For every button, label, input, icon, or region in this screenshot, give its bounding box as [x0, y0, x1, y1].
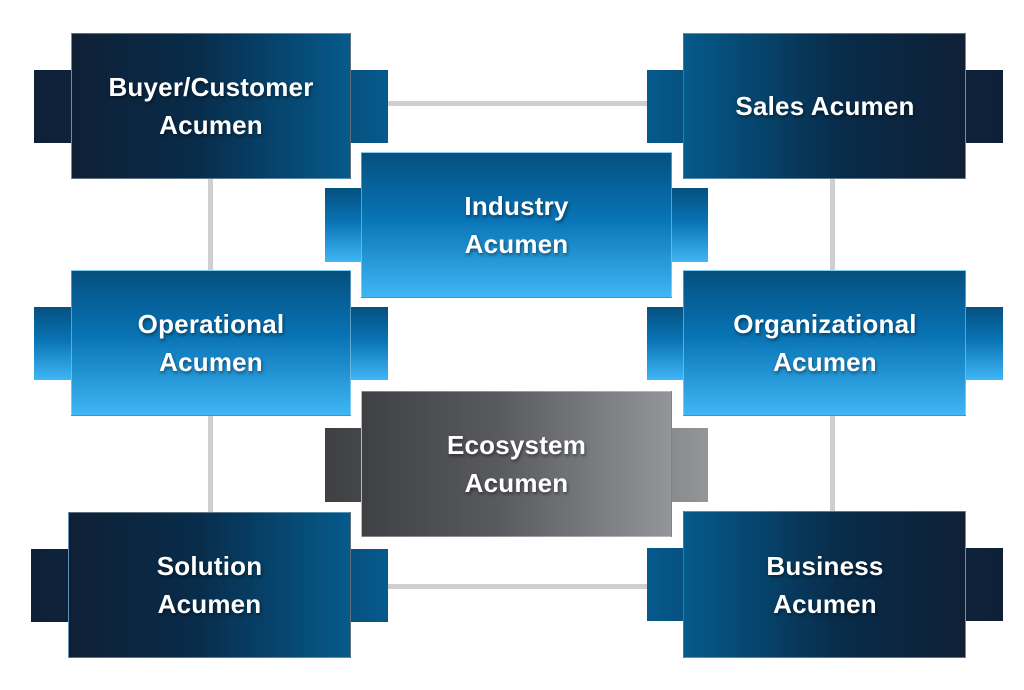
box-body: [361, 152, 672, 298]
box-body: [71, 270, 351, 416]
box-solution-acumen: Solution Acumen: [31, 512, 388, 658]
box-body: [361, 391, 672, 537]
label-line-1: Sales Acumen: [735, 91, 915, 121]
box-sales-acumen: Sales Acumen: [647, 33, 1003, 179]
box-body: [683, 33, 966, 179]
box-label: Operational Acumen: [34, 270, 388, 416]
box-label: Organizational Acumen: [647, 270, 1003, 416]
label-line-2: Acumen: [464, 468, 569, 498]
box-body: [71, 33, 351, 179]
connector-left-upper: [208, 178, 213, 272]
label-line-2: Acumen: [773, 588, 877, 619]
box-label: Sales Acumen: [647, 33, 1003, 179]
box-label: Solution Acumen: [31, 512, 388, 658]
box-body: [683, 511, 966, 658]
connector-right-lower: [830, 415, 835, 513]
box-label: Business Acumen: [647, 511, 1003, 658]
box-label: Buyer/Customer Acumen: [34, 33, 388, 179]
connector-bottom: [385, 584, 650, 589]
box-organizational-acumen: Organizational Acumen: [647, 270, 1003, 416]
box-buyer-customer-acumen: Buyer/Customer Acumen: [34, 33, 388, 179]
label-line-1: Solution: [156, 551, 263, 581]
connector-right-upper: [830, 178, 835, 272]
label-line-1: Ecosystem: [446, 430, 587, 460]
label-line-1: Operational: [137, 309, 285, 339]
box-label: Industry Acumen: [325, 152, 708, 298]
label-line-2: Acumen: [464, 229, 569, 259]
box-business-acumen: Business Acumen: [647, 511, 1003, 658]
connector-left-lower: [208, 415, 213, 513]
box-operational-acumen: Operational Acumen: [34, 270, 388, 416]
label-line-1: Buyer/Customer: [108, 72, 314, 102]
box-label: Ecosystem Acumen: [325, 391, 708, 537]
box-ecosystem-acumen: Ecosystem Acumen: [325, 391, 708, 537]
box-body: [68, 512, 351, 658]
label-line-2: Acumen: [157, 589, 262, 619]
box-industry-acumen: Industry Acumen: [325, 152, 708, 298]
label-line-2: Acumen: [159, 110, 263, 140]
label-line-1: Industry: [464, 191, 569, 221]
box-body: [683, 270, 966, 416]
label-line-1: Organizational: [733, 309, 917, 339]
label-line-2: Acumen: [773, 347, 877, 377]
label-line-2: Acumen: [159, 347, 263, 377]
connector-top: [385, 101, 650, 106]
label-line-1: Business: [766, 550, 884, 581]
